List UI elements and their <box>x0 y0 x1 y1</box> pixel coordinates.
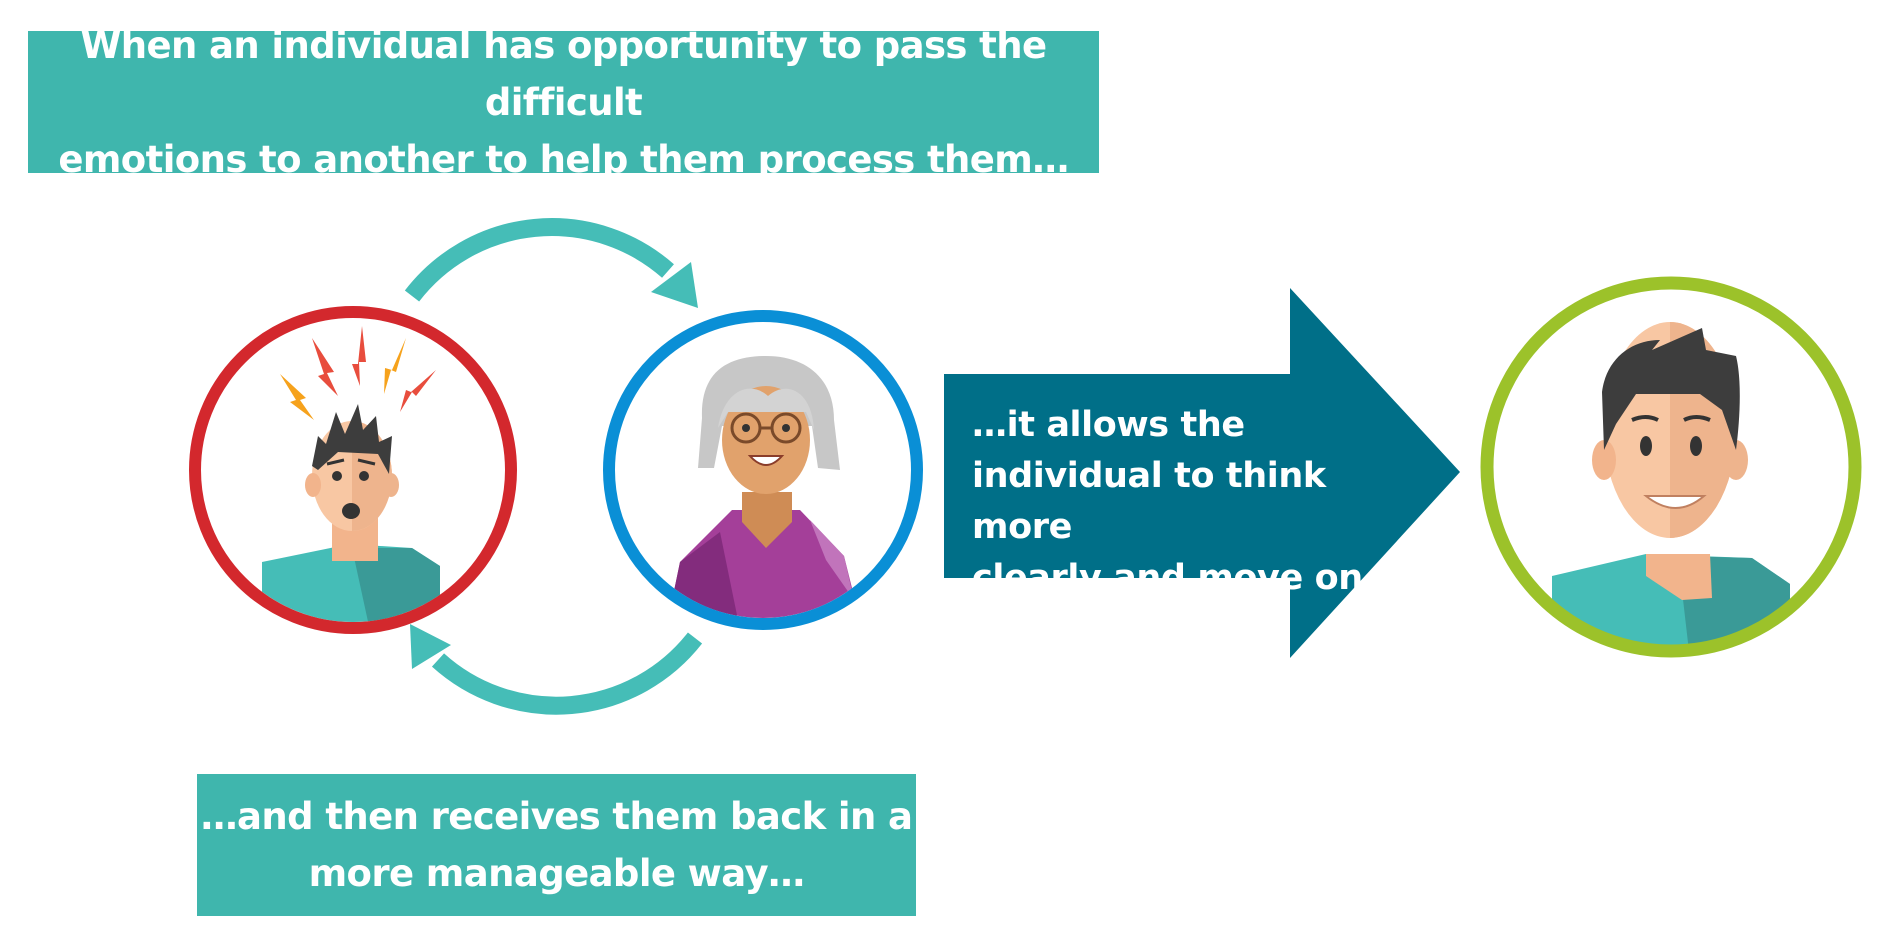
cycle-arrow-bottom <box>410 624 703 715</box>
big-arrow-text: …it allows the individual to think more … <box>972 400 1432 604</box>
bottom-banner-line-2: more manageable way… <box>308 852 805 895</box>
calm-person <box>1480 276 1862 658</box>
big-arrow-line-3: clearly and move on <box>972 558 1363 598</box>
stress-lightning-icons <box>280 326 436 420</box>
helper-ring <box>603 310 923 630</box>
bottom-banner-line-1: …and then receives them back in a <box>200 795 913 838</box>
big-arrow-line-2: individual to think more <box>972 456 1326 547</box>
helper-person <box>603 310 923 630</box>
big-arrow <box>944 288 1460 658</box>
top-banner-line-1: When an individual has opportunity to pa… <box>80 23 1048 124</box>
cycle-arrow-top <box>404 218 698 308</box>
top-banner: When an individual has opportunity to pa… <box>28 24 1099 181</box>
stressed-ring <box>189 306 517 634</box>
stressed-person <box>189 306 517 634</box>
bottom-banner: …and then receives them back in a more m… <box>197 774 916 916</box>
top-banner-line-2: emotions to another to help them process… <box>58 137 1069 181</box>
big-arrow-line-1: …it allows the <box>972 405 1245 445</box>
calm-ring <box>1480 276 1862 658</box>
